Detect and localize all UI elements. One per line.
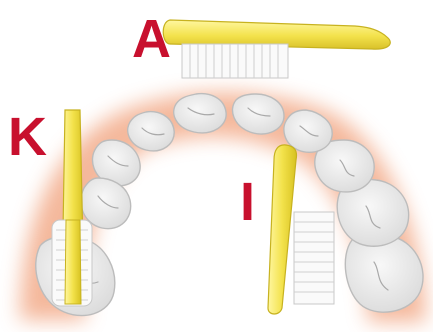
label-a: A <box>132 9 171 69</box>
bristles-a <box>182 44 288 78</box>
bristles-k <box>52 220 92 306</box>
toothbrush-icon <box>163 20 390 78</box>
bristles-i <box>294 212 334 304</box>
label-i: I <box>240 172 255 232</box>
label-k: K <box>8 107 47 167</box>
